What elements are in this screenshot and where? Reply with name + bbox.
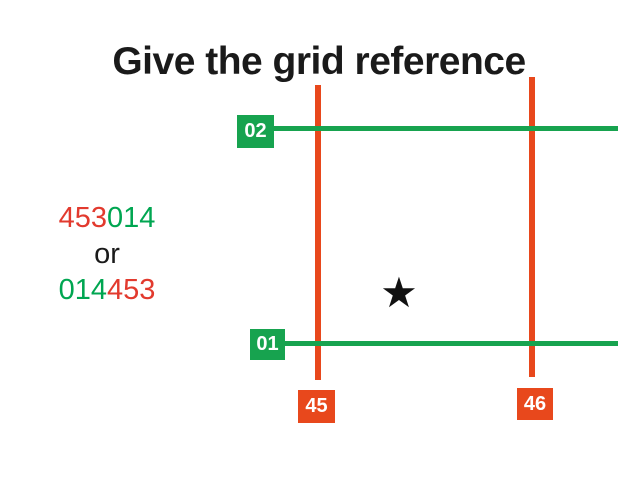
answer2-northing-digits: 014: [58, 274, 107, 306]
easting-label-46: 46: [517, 388, 553, 420]
easting-line-45: [315, 85, 321, 380]
slide-title: Give the grid reference: [112, 40, 526, 83]
easting-line-46: [529, 77, 535, 377]
answer-option-2: 014453: [40, 272, 174, 308]
easting-label-45: 45: [298, 390, 335, 423]
star-marker-icon: ★: [380, 269, 418, 316]
northing-label-01: 01: [250, 329, 285, 360]
grid-reference-answer: 453014 or 014453: [40, 200, 174, 308]
northing-line-01: [285, 341, 618, 346]
answer1-northing-digits: 014: [107, 202, 156, 234]
answer2-easting-digits: 453: [107, 274, 156, 306]
northing-line-02: [274, 126, 618, 131]
answer-separator: or: [94, 238, 120, 270]
answer-option-1: 453014: [40, 200, 174, 236]
answer1-easting-digits: 453: [58, 202, 107, 234]
northing-label-02: 02: [237, 115, 274, 148]
